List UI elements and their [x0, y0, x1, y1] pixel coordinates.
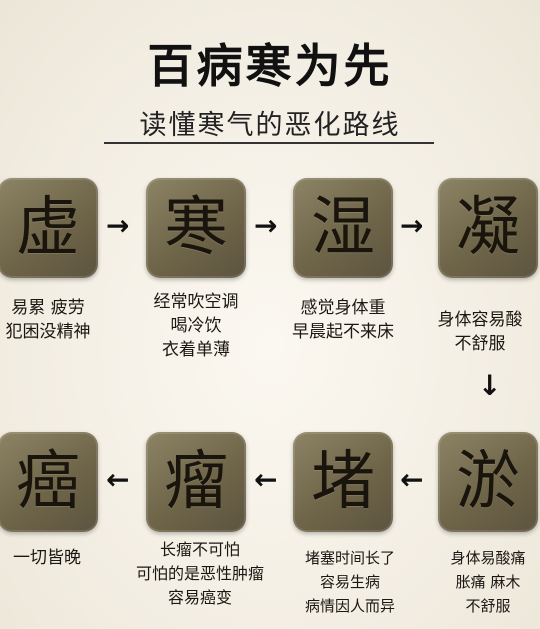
page-title: 百病寒为先 [147, 39, 393, 93]
stage-tile-liu: 瘤 [146, 432, 246, 532]
right-arrow-icon: → [106, 209, 130, 242]
stage-char: 癌 [16, 445, 80, 519]
stage-tile-han: 寒 [146, 178, 246, 278]
stage-tile-xu: 虚 [0, 178, 98, 278]
page-subtitle: 读懂寒气的恶化路线 [139, 110, 401, 141]
stage-tile-shi: 湿 [293, 178, 393, 278]
stage-caption-xu: 易累 疲劳犯困没精神 [5, 298, 91, 342]
left-arrow-icon: ← [400, 463, 424, 496]
stage-char: 堵 [311, 445, 375, 519]
right-arrow-icon: → [400, 209, 424, 242]
stage-tile-yu: 淤 [438, 432, 538, 532]
stage-char: 寒 [164, 191, 228, 265]
right-arrow-icon: → [254, 209, 278, 242]
stage-caption-ning: 身体容易酸不舒服 [437, 310, 523, 354]
stage-char: 瘤 [164, 445, 228, 519]
left-arrow-icon: ← [254, 463, 278, 496]
stage-caption-han: 经常吹空调喝冷饮衣着单薄 [153, 292, 239, 360]
stage-char: 淤 [456, 445, 520, 519]
stage-char: 虚 [16, 191, 80, 265]
stage-char: 凝 [456, 191, 520, 265]
left-arrow-icon: ← [106, 463, 130, 496]
stage-caption-du: 堵塞时间长了容易生病病情因人而异 [304, 549, 395, 615]
stage-char: 湿 [311, 191, 375, 265]
stage-tile-ai: 癌 [0, 432, 98, 532]
stage-caption-yu: 身体易酸痛胀痛 麻木不舒服 [450, 549, 526, 615]
stage-caption-ai: 一切皆晚 [13, 548, 81, 568]
down-arrow-icon: ↓ [478, 369, 502, 402]
stage-tile-ning: 凝 [438, 178, 538, 278]
stage-caption-shi: 感觉身体重早晨起不来床 [292, 298, 394, 342]
stage-tile-du: 堵 [293, 432, 393, 532]
stage-caption-liu: 长瘤不可怕可怕的是恶性肿瘤容易癌变 [135, 540, 264, 607]
subtitle-underline [104, 142, 434, 144]
